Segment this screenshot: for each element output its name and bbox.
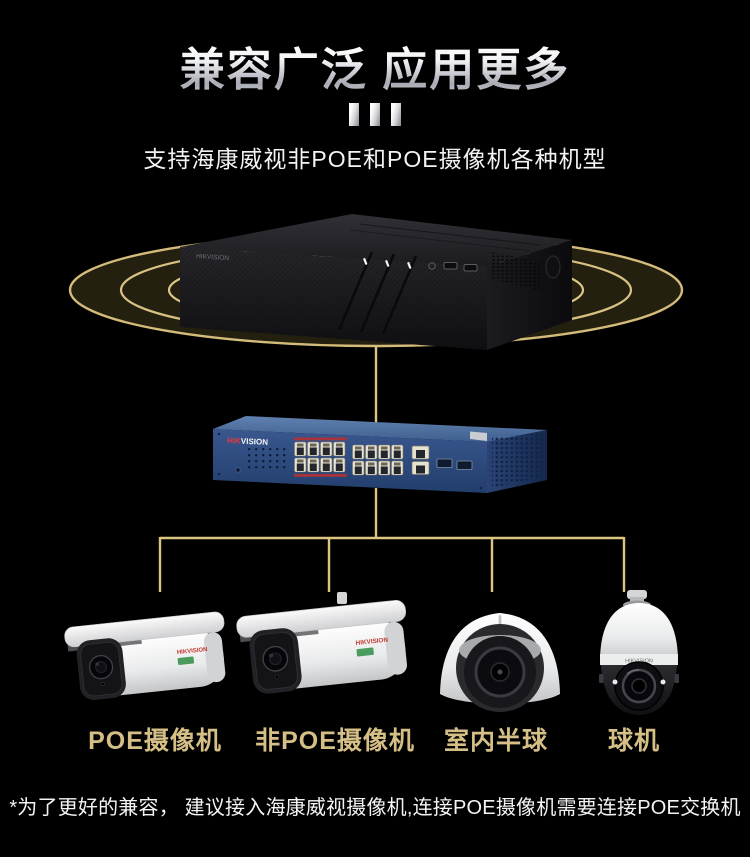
camera-nonpoe-bullet	[235, 592, 414, 697]
camera-label-poe: POE摄像机	[88, 727, 222, 755]
camera-label-ptz: 球机	[607, 727, 661, 755]
nvr-device: HIKVISION	[180, 214, 572, 350]
poe-switch-device: HIKVISION	[213, 416, 547, 493]
camera-poe-bullet	[63, 610, 232, 704]
camera-label-dome: 室内半球	[443, 727, 549, 755]
switch-brand-text: HIKVISION	[227, 436, 268, 447]
camera-indoor-dome	[440, 613, 560, 712]
decor-bar	[349, 102, 359, 126]
footnote: *为了更好的兼容， 建议接入海康威视摄像机,连接POE摄像机需要连接POE交换机	[9, 797, 741, 819]
decor-bar	[370, 102, 380, 126]
camera-label-nonpoe: 非POE摄像机	[255, 727, 415, 755]
page-title: 兼容广泛 应用更多	[0, 33, 750, 98]
connector-lines	[158, 346, 626, 592]
nvr-brand-text: HIKVISION	[196, 253, 230, 262]
decor-bar	[391, 102, 401, 126]
camera-ptz-ball: HIKVISION	[599, 590, 679, 715]
decor-bars	[0, 102, 750, 126]
page-subtitle: 支持海康威视非POE和POE摄像机各种机型	[143, 146, 607, 172]
